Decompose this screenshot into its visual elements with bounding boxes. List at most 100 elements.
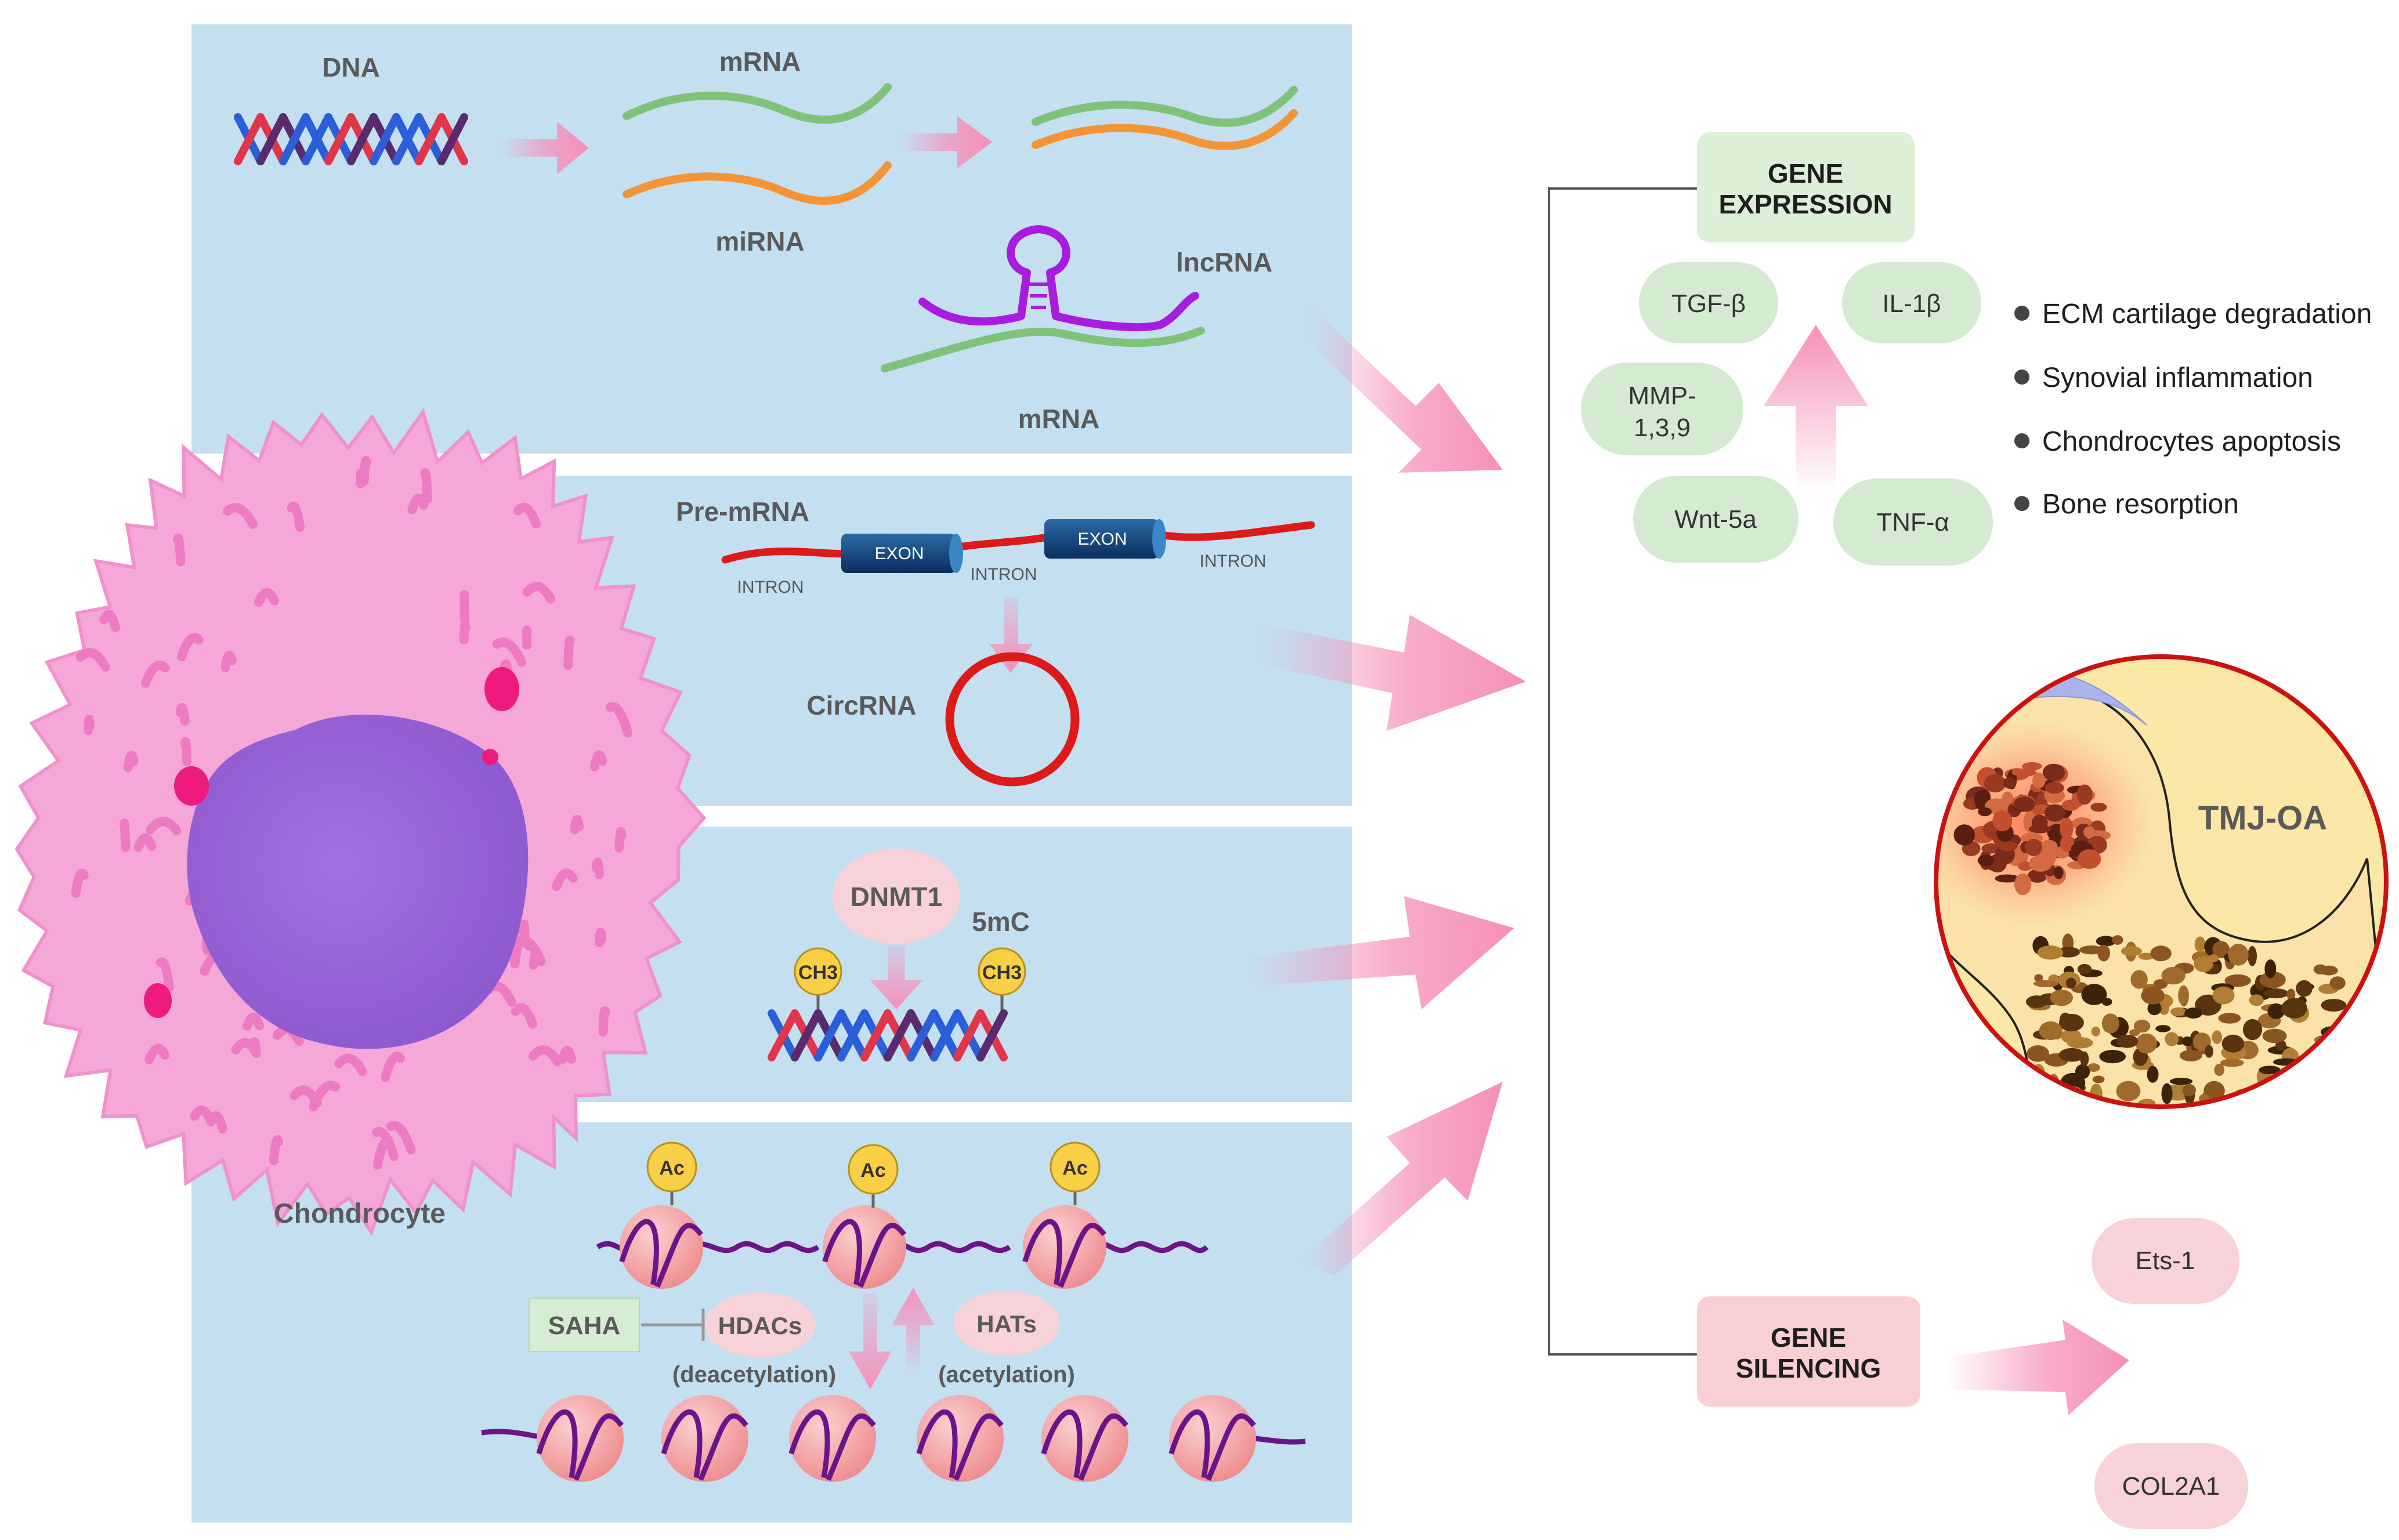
tmj-ring [1934, 654, 2389, 1109]
chondrocyte-cell: Chondrocyte [15, 408, 707, 1237]
svg-text:CH3: CH3 [982, 962, 1022, 984]
arrow-deacetylation-down [849, 1293, 892, 1389]
svg-text:COL2A1: COL2A1 [2122, 1472, 2220, 1501]
exon-1: EXON [841, 534, 963, 573]
effects-list: ECM cartilage degradation Synovial infla… [2014, 299, 2372, 520]
arrow-dna-to-rna [499, 122, 589, 174]
outcome-bracket [1548, 187, 1697, 1356]
vesicle-1 [484, 667, 519, 711]
5mc-label: 5mC [972, 907, 1030, 937]
pill-ets1: Ets-1 [2092, 1218, 2239, 1304]
subchondral-bone-resorption [2025, 933, 2347, 1107]
svg-text:Ac: Ac [659, 1157, 684, 1179]
svg-text:EXON: EXON [874, 544, 924, 563]
condensed-nucleosome [1168, 1395, 1256, 1482]
mrna-strand [623, 83, 892, 124]
dnmt1-label: DNMT1 [851, 882, 942, 912]
ac-group-1: Ac [646, 1142, 697, 1205]
condensed-nucleosome [661, 1395, 748, 1482]
mirna-label: miRNA [715, 226, 804, 256]
mrna-bound-strand [1032, 86, 1298, 127]
effect-4: Bone resorption [2042, 489, 2239, 520]
svg-text:Ac: Ac [860, 1159, 885, 1182]
bullet-4 [2014, 496, 2029, 511]
panel3-content: DNMT1 5mC CH3 CH3 [768, 849, 1030, 1061]
panel2-content: Pre-mRNA EXON EXON INTRON INTRON INTRON … [676, 497, 1315, 787]
premrna-strand [721, 521, 1315, 564]
bullet-2 [2014, 369, 2029, 385]
mrna-target-strand [881, 327, 1205, 372]
acetylated-chromatin-strand [596, 1241, 1209, 1253]
pill-tgf-beta: TGF-β [1639, 262, 1778, 343]
premrna-label: Pre-mRNA [676, 497, 809, 527]
arrow-circrna [1259, 615, 1526, 731]
pill-tnf-alpha: TNF-α [1833, 479, 1993, 566]
hdacs-enzyme [705, 1292, 815, 1357]
dna-helix-icon [234, 113, 468, 165]
svg-text:MMP-: MMP- [1628, 382, 1696, 410]
arrow-ncrna [1305, 302, 1503, 473]
saha-label: SAHA [548, 1311, 621, 1340]
dnmt1-enzyme [833, 849, 960, 944]
gene-expression-box [1697, 132, 1915, 242]
effect-3: Chondrocytes apoptosis [2042, 426, 2341, 457]
deacetylation-label: (deacetylation) [672, 1362, 836, 1387]
tmj-oa-illustration: TMJ-OA [1934, 654, 2389, 1109]
gene-expression-title-1: GENE [1768, 158, 1843, 189]
pathway-arrows [1247, 302, 1526, 1276]
arrow-methylation-pathway [1247, 896, 1514, 1009]
acetylated-nucleosome [619, 1205, 703, 1289]
lncrna-label: lncRNA [1176, 247, 1272, 277]
acetylated-nucleosome [1022, 1205, 1106, 1289]
svg-text:Wnt-5a: Wnt-5a [1674, 505, 1757, 534]
panel1-content: DNA mRNA miRNA lncRNA mRNA [234, 46, 1298, 434]
pill-col2a1: COL2A1 [2094, 1443, 2248, 1529]
panel4-content: Ac Ac Ac SAHA HDACs HATs (deacetylation)… [481, 1142, 1306, 1482]
gene-silencing-title-1: GENE [1771, 1322, 1846, 1353]
svg-text:TNF-α: TNF-α [1876, 508, 1949, 537]
dna-label: DNA [322, 52, 380, 82]
acetylation-label: (acetylation) [938, 1362, 1075, 1387]
ch3-group-2: CH3 [978, 947, 1026, 996]
ac-group-3: Ac [1050, 1142, 1101, 1205]
condensed-nucleosome [788, 1395, 876, 1482]
svg-text:CH3: CH3 [798, 962, 838, 984]
cartilage-lesion [1953, 762, 2111, 896]
condensed-nucleosome [1041, 1395, 1128, 1482]
pill-mmp: MMP- 1,3,9 [1581, 363, 1743, 455]
nucleus [187, 714, 529, 1049]
methylated-dna-helix-icon [768, 1009, 1008, 1061]
saha-box [529, 1298, 640, 1352]
mirna-bound-strand [1032, 109, 1298, 150]
arrow-acetylation-up [892, 1288, 935, 1378]
pill-il1-beta: IL-1β [1842, 262, 1981, 343]
exon-2: EXON [1044, 519, 1166, 559]
circrna-ring [945, 652, 1080, 787]
vesicle-3 [144, 983, 172, 1018]
gene-expression-section: GENE EXPRESSION TGF-β IL-1β MMP- 1,3,9 W… [1581, 132, 1993, 566]
mirna-strand [623, 161, 892, 205]
gene-silencing-section: GENE SILENCING Ets-1 COL2A1 [1697, 1218, 2248, 1529]
mrna-label-2: mRNA [1018, 404, 1100, 434]
svg-text:TGF-β: TGF-β [1671, 289, 1746, 318]
acetylated-nucleosome [822, 1205, 906, 1289]
gene-silencing-box [1697, 1296, 1920, 1407]
tmj-oa-label: TMJ-OA [2198, 799, 2327, 837]
ch3-group-1: CH3 [794, 947, 842, 996]
arrow-mirna-binds [899, 116, 992, 168]
intron-1: INTRON [737, 578, 804, 597]
ac-group-2: Ac [848, 1144, 899, 1208]
effect-2: Synovial inflammation [2042, 363, 2313, 393]
intron-3: INTRON [1200, 552, 1267, 571]
bullet-3 [2014, 433, 2029, 448]
mrna-label: mRNA [719, 46, 801, 77]
arrow-histone-pathway [1300, 1082, 1503, 1276]
lncrna-hairpin-icon [918, 225, 1199, 332]
svg-text:EXON: EXON [1077, 530, 1127, 549]
bullet-1 [2014, 306, 2029, 321]
condensed-nucleosome [916, 1395, 1004, 1482]
arrow-methylation [870, 945, 922, 1009]
vesicle-2 [174, 766, 209, 806]
hats-label: HATs [976, 1310, 1036, 1338]
